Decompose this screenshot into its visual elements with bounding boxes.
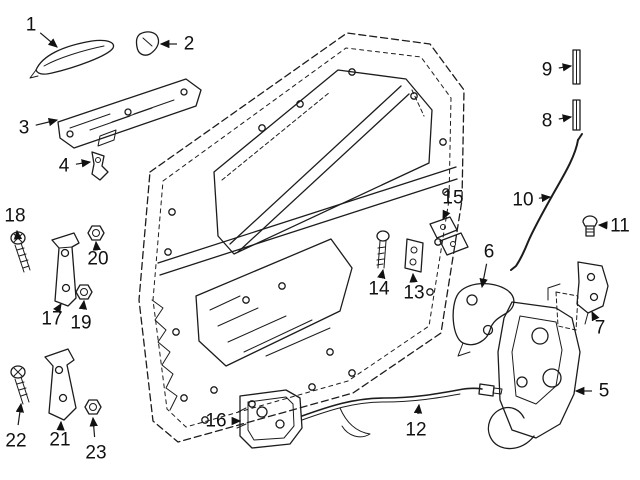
leader-lines xyxy=(13,32,608,438)
part-lock-rod xyxy=(510,133,583,271)
part-bolt-14 xyxy=(376,230,390,269)
part-bracket-7 xyxy=(576,261,609,325)
part-pin-8 xyxy=(572,99,581,131)
part-handle-cap xyxy=(135,31,160,56)
part-screw-18 xyxy=(10,231,31,273)
part-door-lock xyxy=(236,389,303,449)
part-outer-door-handle xyxy=(29,39,115,79)
part-grommet xyxy=(582,215,598,237)
part-nut-19 xyxy=(75,284,93,300)
part-screw-22 xyxy=(10,365,30,405)
part-handle-carrier xyxy=(57,78,202,149)
part-bracket-6 xyxy=(452,283,515,357)
part-bracket-13 xyxy=(404,238,424,273)
part-lock-actuator xyxy=(487,283,581,450)
door-bolt-holes xyxy=(164,68,450,424)
part-hinge-17 xyxy=(51,232,80,307)
part-cable xyxy=(301,383,503,438)
part-hinge-21 xyxy=(44,348,77,421)
part-gasket xyxy=(91,151,109,181)
part-pin-9 xyxy=(572,49,581,85)
door-frame xyxy=(138,32,465,443)
part-nut-20 xyxy=(87,225,105,241)
part-nut-23 xyxy=(84,399,102,415)
part-plates-15 xyxy=(429,216,469,256)
